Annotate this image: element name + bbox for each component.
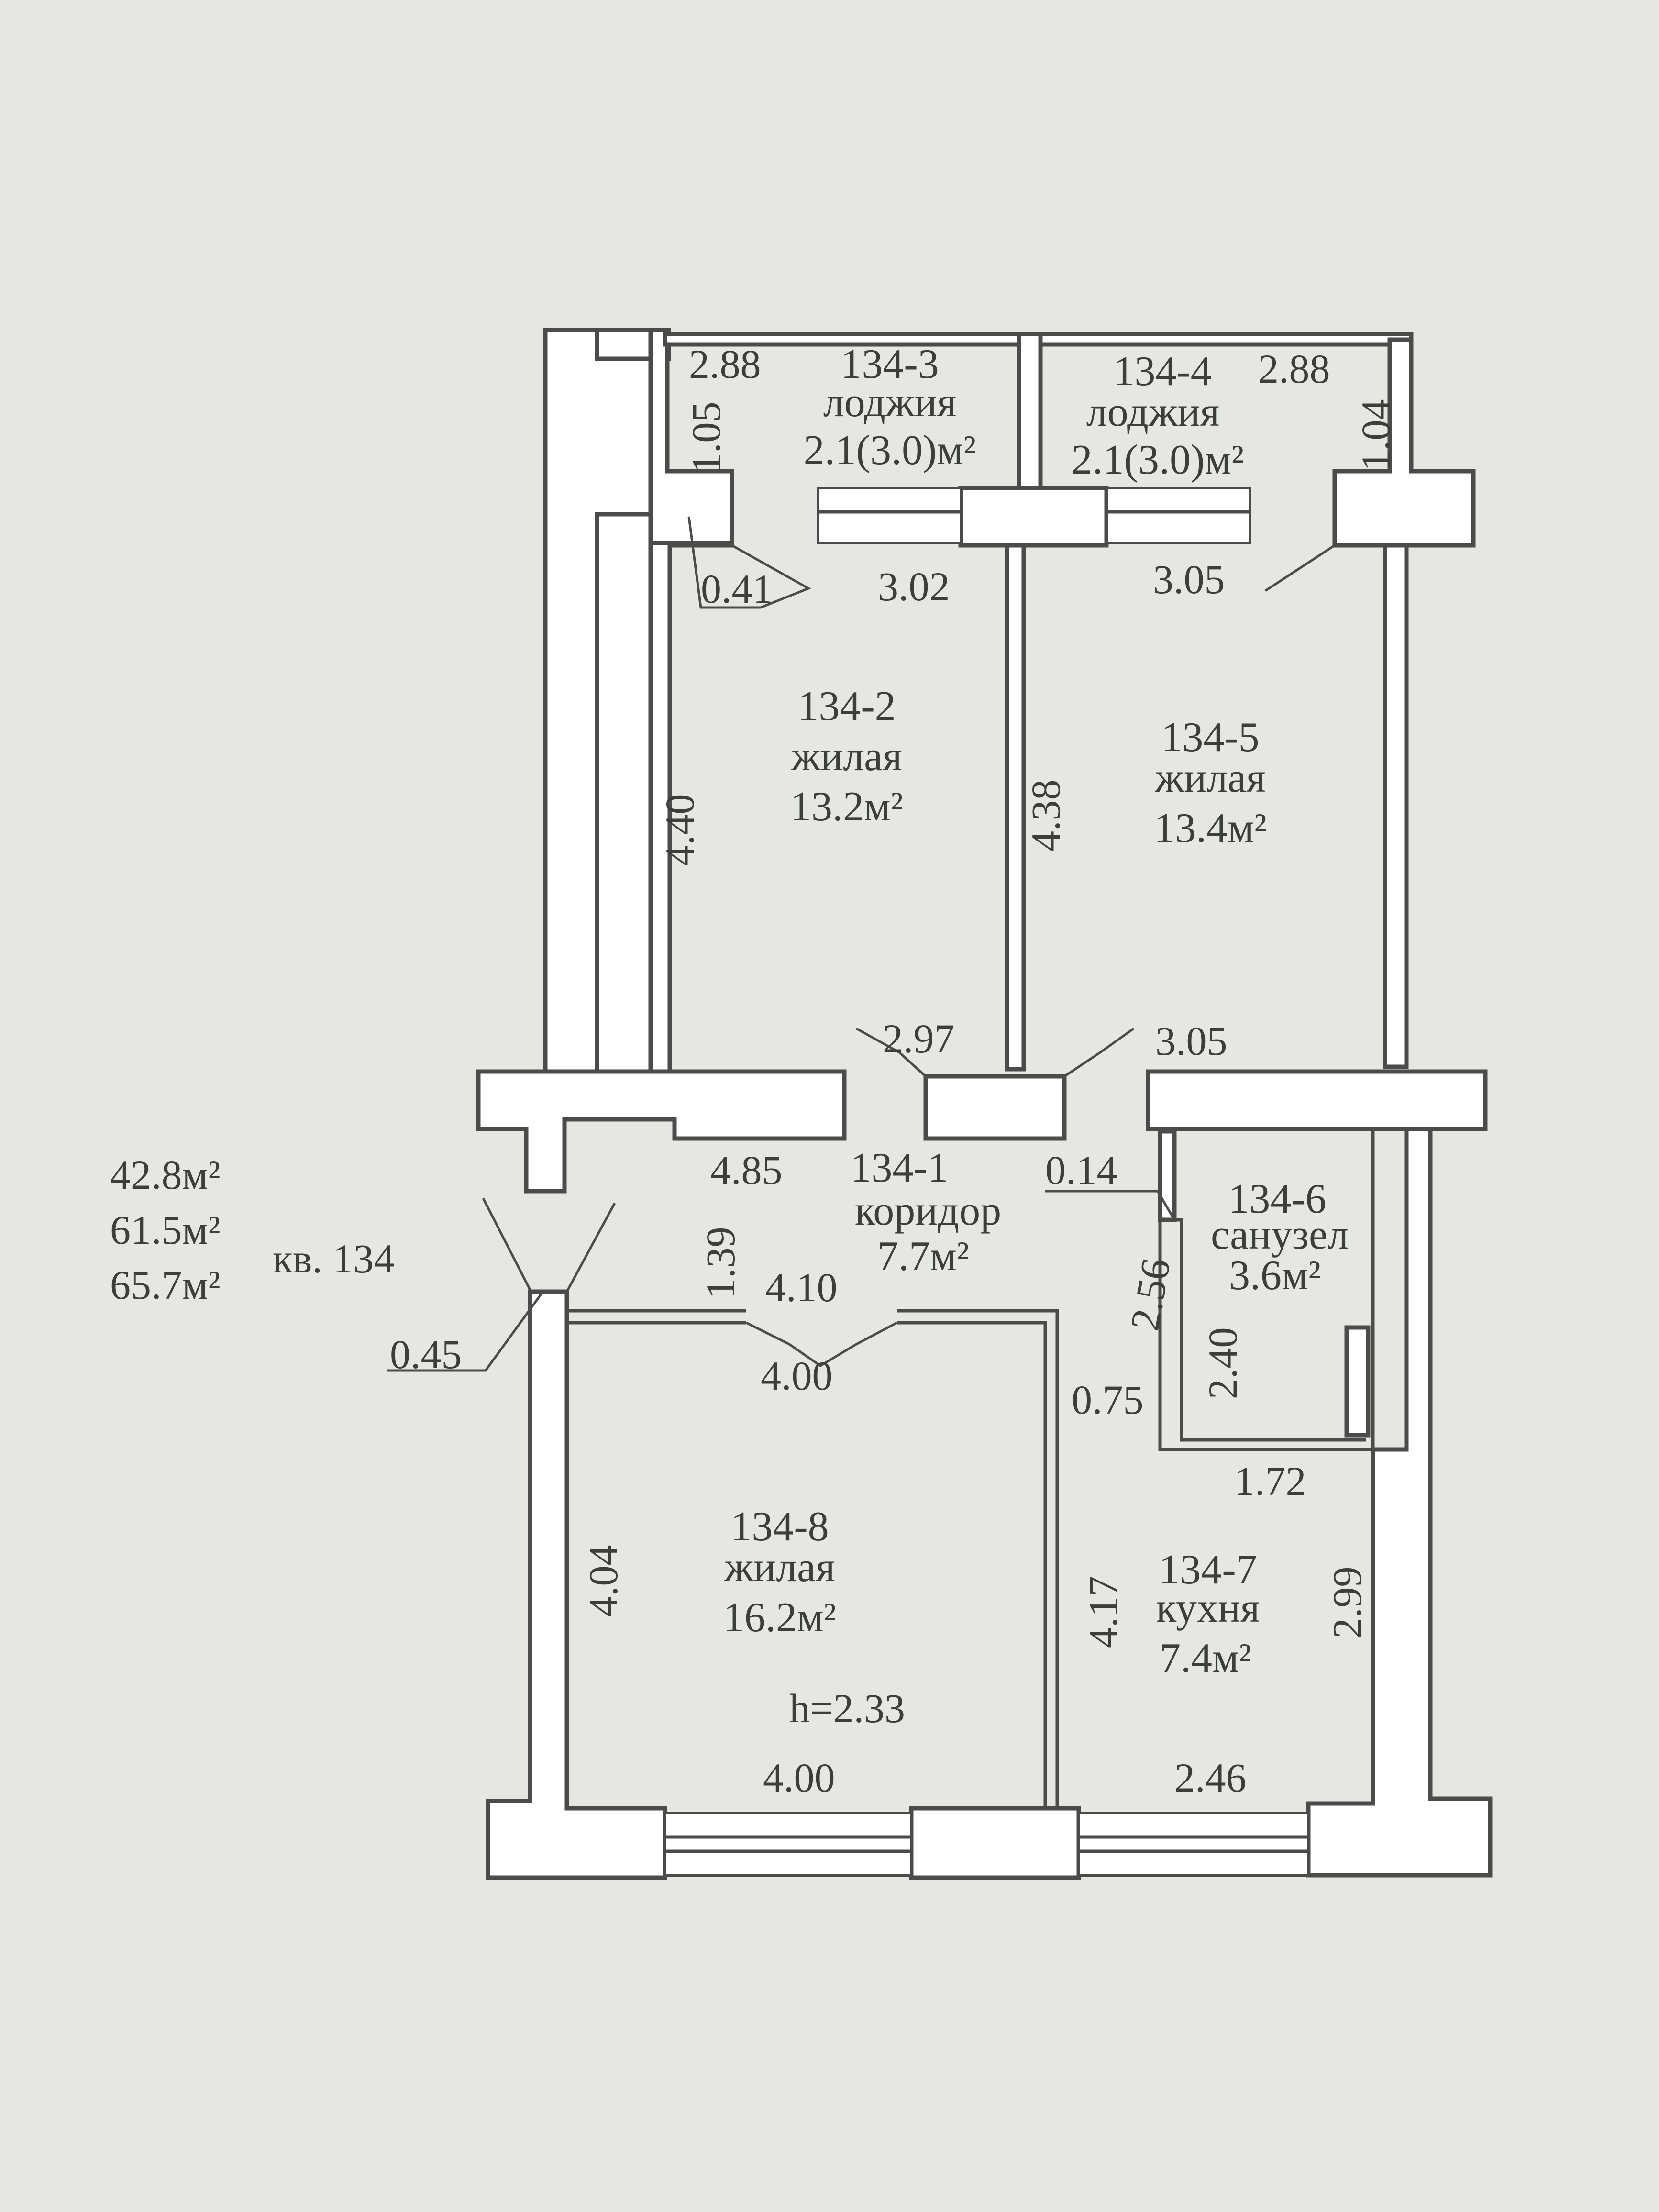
loggia-pillar: [958, 486, 1109, 548]
dim-room8-bottom: 4.00: [763, 1755, 835, 1801]
room-134-2-name: жилая: [791, 733, 902, 780]
area-total: 61.5м²: [110, 1207, 221, 1253]
room-134-5-area: 13.4м²: [1154, 805, 1267, 852]
dim-room2-top: 3.02: [878, 564, 950, 609]
room-134-1-id: 134-1: [850, 1145, 948, 1191]
dim-loggia3-width: 2.88: [689, 341, 761, 387]
corridor-right-wall: [1146, 1069, 1488, 1170]
dim-room8-height: 4.04: [580, 1545, 626, 1617]
room-134-7-area: 7.4м²: [1160, 1635, 1251, 1681]
left-outer-wall-lower: [486, 1289, 667, 1880]
dim-kitchen-bottom: 2.46: [1174, 1755, 1247, 1801]
dim-room2-height: 4.40: [657, 794, 703, 866]
loggia4-window: [1105, 487, 1251, 544]
dim-corridor-len: 4.85: [710, 1147, 783, 1193]
dim-kitchen-height-left: 4.17: [1080, 1576, 1126, 1648]
dim-loggia3-depth: 1.05: [683, 402, 729, 474]
room-134-5-id: 134-5: [1161, 714, 1259, 761]
dim-room2-bottom: 2.97: [883, 1016, 955, 1062]
dim-wall-045: 0.45: [390, 1331, 462, 1377]
room-134-5-name: жилая: [1154, 755, 1265, 801]
room2-corner-leader: [687, 516, 811, 609]
room2-room5-partition: [1005, 543, 1026, 1072]
room2-door-swing: [855, 1027, 927, 1077]
room8-window: [664, 1812, 913, 1877]
room2-left-wall: [595, 512, 653, 1081]
room-134-8-id: 134-8: [730, 1504, 829, 1550]
dim-bath-height: 2.40: [1200, 1327, 1246, 1400]
dim-kitchen-height-right: 2.99: [1324, 1567, 1370, 1639]
bottom-pillar: [909, 1806, 1081, 1880]
dim-loggia4-depth: 1.04: [1353, 399, 1399, 472]
room-134-1-name: коридор: [855, 1188, 1001, 1234]
room-134-6-id: 134-6: [1228, 1176, 1326, 1222]
dim-room5-top: 3.05: [1153, 556, 1225, 602]
room-134-2-id: 134-2: [797, 683, 896, 730]
loggia3-left-wall: [648, 328, 734, 545]
loggia3-window: [817, 487, 963, 544]
room8-top-wall: [567, 1309, 1059, 1808]
bath-pipe: [1344, 1325, 1371, 1438]
room-134-3-area: 2.1(3.0)м²: [804, 427, 976, 474]
kitchen-window: [1077, 1812, 1310, 1877]
room-134-7-id: 134-7: [1159, 1547, 1257, 1593]
dim-room5-height: 4.38: [1023, 780, 1069, 852]
dim-bath-diag: 2.56: [1121, 1255, 1179, 1334]
dim-room5-bottom: 3.05: [1155, 1018, 1228, 1064]
room8-door-swing: [745, 1321, 898, 1367]
room-134-1-area: 7.7м²: [877, 1233, 969, 1280]
room5-corner-leader: [1264, 544, 1336, 592]
entry-door-swing: [482, 1197, 616, 1293]
room-134-2-area: 13.2м²: [790, 784, 903, 830]
dim-wall-014: 0.14: [1045, 1147, 1117, 1193]
room-134-8-name: жилая: [724, 1544, 835, 1591]
room-134-4-name: лоджия: [1086, 389, 1220, 435]
room-134-3-name: лоджия: [823, 379, 957, 426]
room-134-4-id: 134-4: [1113, 348, 1211, 395]
apartment-label: кв. 134: [273, 1236, 394, 1282]
corridor-left-wall: [476, 1069, 847, 1194]
corridor-stub: [1158, 1129, 1177, 1222]
room-134-6-name: санузел: [1211, 1212, 1349, 1258]
wall014-leader: [1045, 1190, 1176, 1221]
room-134-6-area: 3.6м²: [1229, 1252, 1321, 1299]
dim-corridor-410: 4.10: [765, 1264, 838, 1310]
area-living: 42.8м²: [110, 1152, 221, 1198]
dim-bath-width: 1.72: [1234, 1458, 1306, 1504]
room-134-3-id: 134-3: [841, 341, 939, 387]
corridor-pillar: [923, 1074, 1067, 1141]
room-134-4-area: 2.1(3.0)м²: [1072, 437, 1244, 483]
room-134-7-name: кухня: [1156, 1585, 1260, 1631]
room-134-8-area: 16.2м²: [723, 1594, 836, 1641]
dim-loggia4-width: 2.88: [1258, 346, 1330, 392]
loggia-divider: [1017, 332, 1043, 494]
room5-door-swing: [1063, 1027, 1135, 1078]
dim-room8-top: 4.00: [761, 1353, 833, 1399]
dim-wall-041: 0.41: [701, 566, 773, 612]
right-wall-strip: [1382, 543, 1409, 1069]
dim-corridor-width: 1.39: [697, 1227, 743, 1299]
wall045-leader: [387, 1291, 544, 1372]
right-outer-wall-upper: [1332, 337, 1476, 548]
dim-kitchen-wall: 0.75: [1072, 1377, 1144, 1423]
area-with-loggia: 65.7м²: [110, 1262, 221, 1308]
ceiling-height: h=2.33: [789, 1685, 905, 1731]
